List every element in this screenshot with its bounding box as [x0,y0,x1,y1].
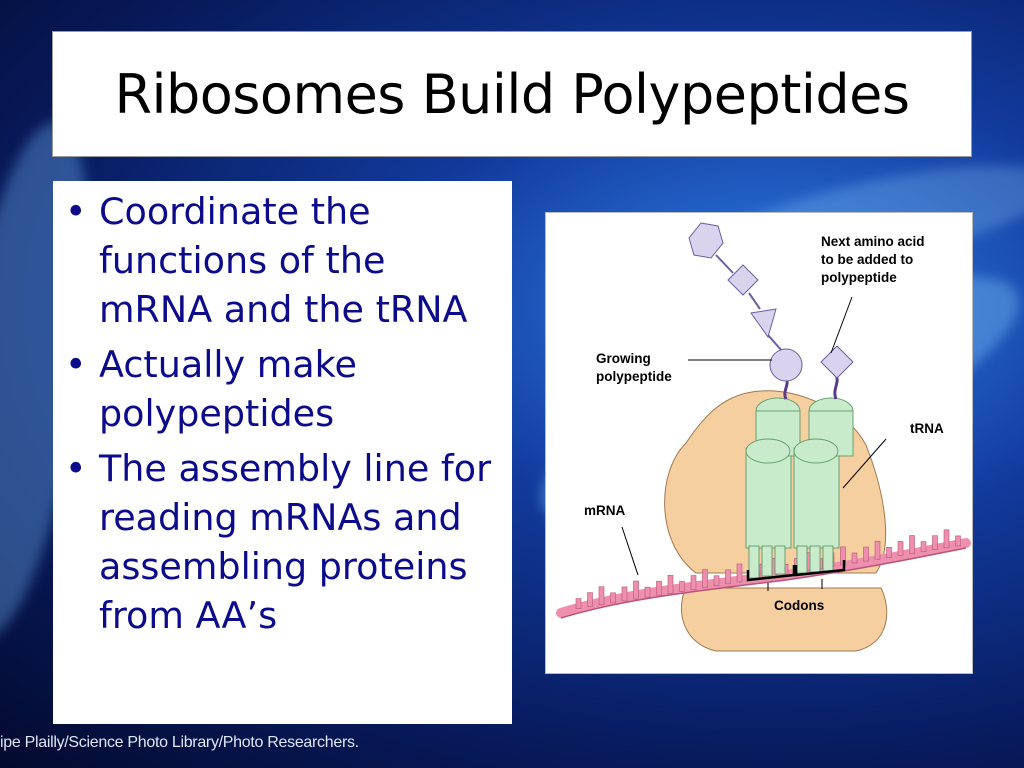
mrna-base [713,575,720,587]
bullet-box: Coordinate the functions of the mRNA and… [53,181,512,724]
anticodon-leg [774,545,786,575]
trna-right [793,397,854,549]
slide-title: Ribosomes Build Polypeptides [114,62,910,126]
label-line: to be added to [821,252,913,267]
anticodon-leg [761,545,773,577]
mrna-base [587,592,593,607]
bullet-item: Actually make polypeptides [65,340,502,438]
mrna-base [943,529,950,549]
trna-middle [793,438,839,464]
label-mrna: mRNA [584,503,626,518]
label-codons: Codons [774,598,824,613]
anticodon-leg [822,545,834,572]
label-line: polypeptide [596,369,672,384]
mrna-base [633,580,639,600]
mrna-base [909,535,915,554]
mrna-base [644,586,651,598]
label-line: Growing [596,351,651,366]
codon-bracket [794,560,846,577]
label-growing-polypeptide: Growing polypeptide [596,351,672,384]
ribosome-small-subunit [680,587,888,652]
label-line: Next amino acid [821,234,925,249]
mrna-base [621,586,628,602]
mrna-base [851,552,858,564]
trna-left [745,397,801,549]
amino-acid-diamond [727,264,759,296]
next-amino-acid [820,345,854,379]
mrna-base [725,569,731,585]
leader-line [830,296,853,354]
label-next-amino-acid: Next amino acid to be added to polypepti… [821,234,928,285]
mrna-base [874,540,881,560]
mrna-base [598,586,605,606]
mrna-base [679,581,685,592]
anticodon-leg [809,545,821,573]
trna-stem [793,447,840,549]
mrna-base [863,546,869,562]
title-box: Ribosomes Build Polypeptides [52,31,972,157]
mrna-base [897,541,904,556]
amino-acid-triangle [750,308,777,339]
label-trna: tRNA [910,421,944,436]
photo-credit: ipe Plailly/Science Photo Library/Photo … [0,734,359,751]
mrna-base [690,575,697,590]
anticodon-leg [796,545,808,574]
mrna-strand-shadow [560,547,967,619]
label-line: polypeptide [821,270,897,285]
peptide-bond [767,334,783,352]
leader-line [842,438,887,489]
mrna-base [955,535,961,547]
ribosome-diagram-svg: Next amino acid to be added to polypepti… [556,222,971,652]
peptide-bond [748,292,761,310]
amino-acid-circle [769,348,803,382]
bullet-list: Coordinate the functions of the mRNA and… [65,187,502,640]
bullet-item: Coordinate the functions of the mRNA and… [65,187,502,334]
mrna-base [667,575,674,594]
ribosome-diagram: Next amino acid to be added to polypepti… [545,212,973,674]
bullet-item: The assembly line for reading mRNAs and … [65,444,502,640]
peptide-bond [715,254,734,274]
anticodon-leg [748,545,760,579]
codon-bracket [746,565,796,582]
trna-middle [745,438,791,464]
mrna-base [702,569,708,588]
amino-acid-hexagon [688,222,724,259]
mrna-base [656,580,662,596]
mrna-base [932,535,938,551]
mrna-base [575,598,582,609]
mrna-base [886,546,892,558]
mrna-base [610,592,616,604]
mrna-base [920,541,927,552]
mrna-base [736,563,743,583]
leader-line [621,526,639,576]
trna-tail [833,374,839,400]
